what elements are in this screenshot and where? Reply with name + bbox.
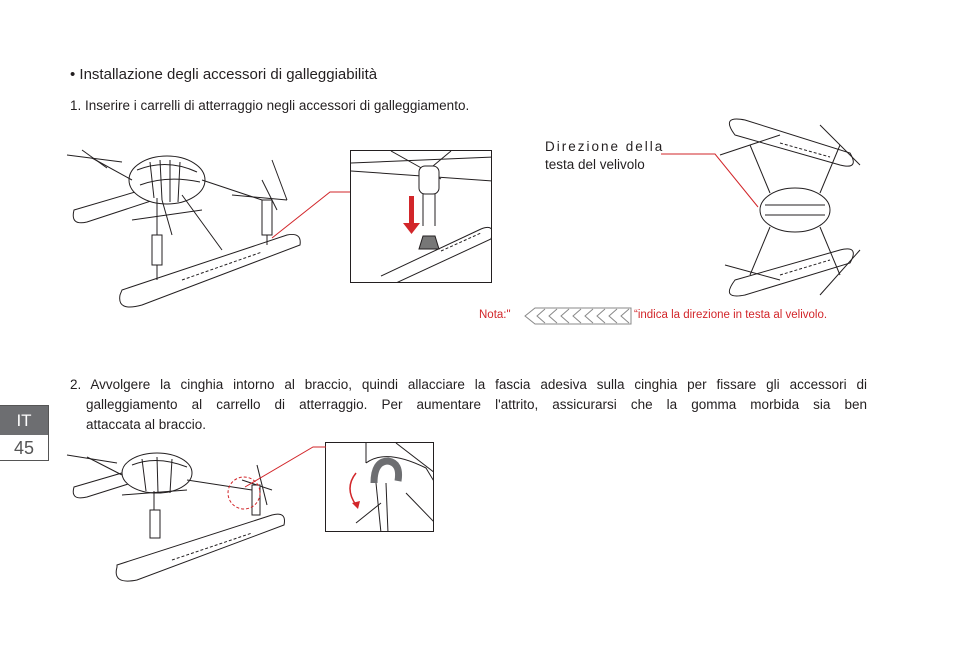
chevron-arrow-left-icon xyxy=(524,307,632,325)
strap-detail xyxy=(349,443,433,531)
callout-line-3 xyxy=(244,446,326,488)
page-number: 45 xyxy=(13,438,35,458)
nota-prefix: Nota:" xyxy=(479,309,511,321)
callout-line-1: Direzione della xyxy=(545,139,665,154)
nota-suffix: “indica la direzione in testa al velivol… xyxy=(634,309,828,321)
callout-line-2: testa del velivolo xyxy=(545,157,645,172)
heading-direction-callout: Direzione della testa del velivolo xyxy=(545,138,664,174)
section-title: • Installazione degli accessori di galle… xyxy=(70,66,378,83)
drone-float-illustration-2 xyxy=(66,452,285,582)
landing-gear-insert-detail xyxy=(351,151,491,282)
step-2-text: 2. Avvolgere la cinghia intorno al bracc… xyxy=(70,375,867,435)
callout-line-1 xyxy=(271,191,350,239)
drone-top-view xyxy=(719,118,861,297)
step-2-line-2: galleggiamento al carrello di atterraggi… xyxy=(86,397,867,412)
detail-frame-landing-gear xyxy=(350,150,492,283)
callout-line-2 xyxy=(661,153,759,208)
language-label: IT xyxy=(0,406,48,435)
step-2-line-3: attaccata al braccio. xyxy=(86,417,207,432)
step-1-text: 1. Inserire i carrelli di atterraggio ne… xyxy=(70,98,470,113)
step-2-line-1: 2. Avvolgere la cinghia intorno al bracc… xyxy=(70,377,867,392)
detail-frame-strap xyxy=(325,442,434,532)
language-page-tab: IT 45 xyxy=(0,405,49,461)
drone-float-illustration-1 xyxy=(66,149,301,308)
